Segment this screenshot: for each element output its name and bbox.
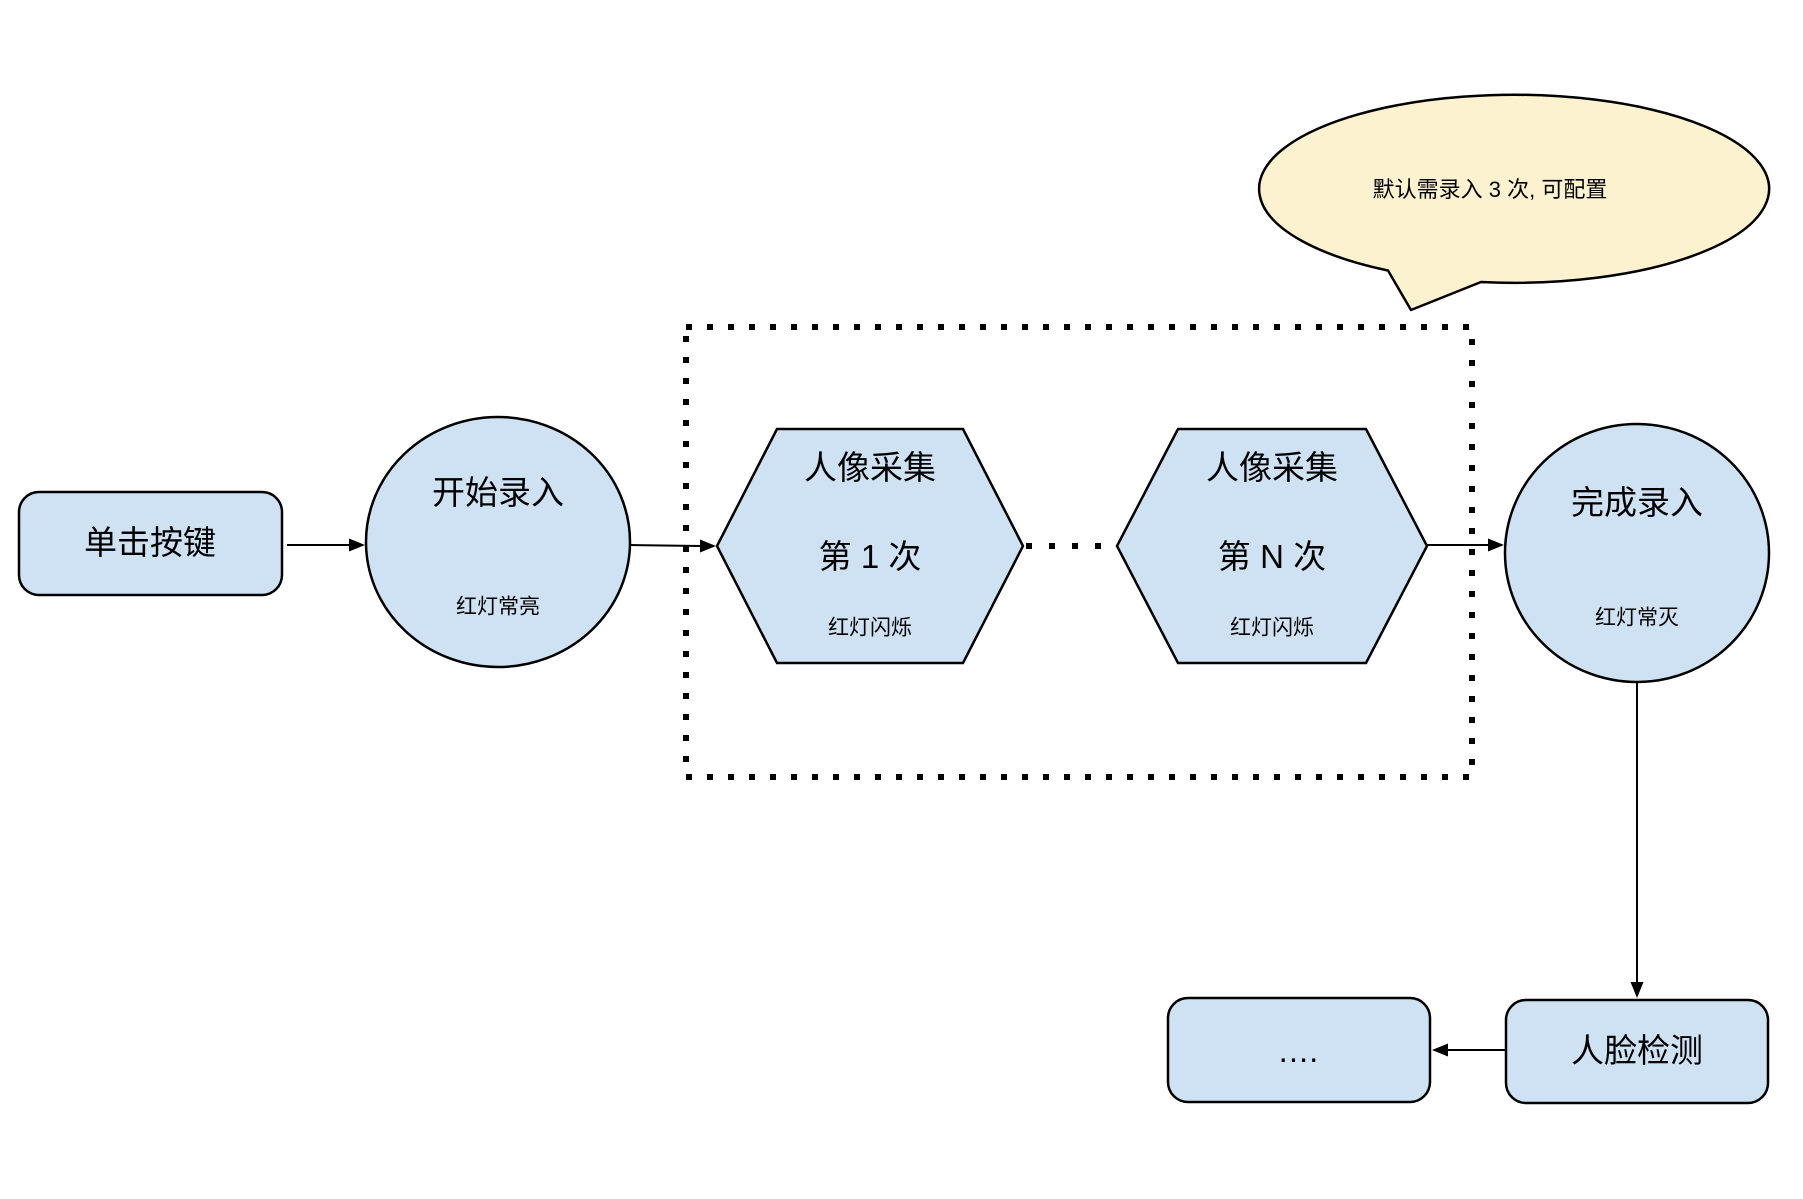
capture-1-line2: 第 1 次 [818, 538, 922, 576]
more-steps-shape [1166, 996, 1432, 1104]
capture-n-line3: 红灯闪烁 [1230, 616, 1314, 640]
callout-bubble-text: 默认需录入 3 次, 可配置 [1372, 176, 1608, 202]
arrow-captureN-to-finish [1427, 538, 1504, 552]
capture-1-hexagon [715, 427, 1025, 665]
start-entry-subtitle: 红灯常亮 [456, 595, 540, 619]
face-detection-shape [1504, 998, 1770, 1105]
finish-entry-circle [1503, 422, 1771, 684]
capture-group-dotted-box [683, 324, 1475, 780]
capture-1-line3: 红灯闪烁 [828, 616, 912, 640]
arrow-finish-to-facedetect [1630, 682, 1644, 998]
finish-entry-subtitle: 红灯常灭 [1595, 606, 1679, 630]
arrow-click-to-start [287, 538, 365, 552]
capture-1-line1: 人像采集 [804, 449, 936, 487]
start-entry-title: 开始录入 [432, 474, 564, 512]
arrow-facedetect-to-more [1432, 1043, 1506, 1057]
capture-n-line2: 第 N 次 [1217, 538, 1327, 576]
click-button-label: 单击按键 [84, 524, 216, 562]
arrow-start-to-capture1 [629, 539, 716, 553]
more-steps-label: .... [1278, 1032, 1320, 1070]
start-entry-circle [364, 415, 632, 669]
callout-bubble-shape [1257, 93, 1771, 312]
finish-entry-title: 完成录入 [1571, 484, 1703, 522]
face-detection-label: 人脸检测 [1571, 1032, 1703, 1070]
capture-n-line1: 人像采集 [1206, 449, 1338, 487]
click-button-shape [17, 490, 284, 597]
